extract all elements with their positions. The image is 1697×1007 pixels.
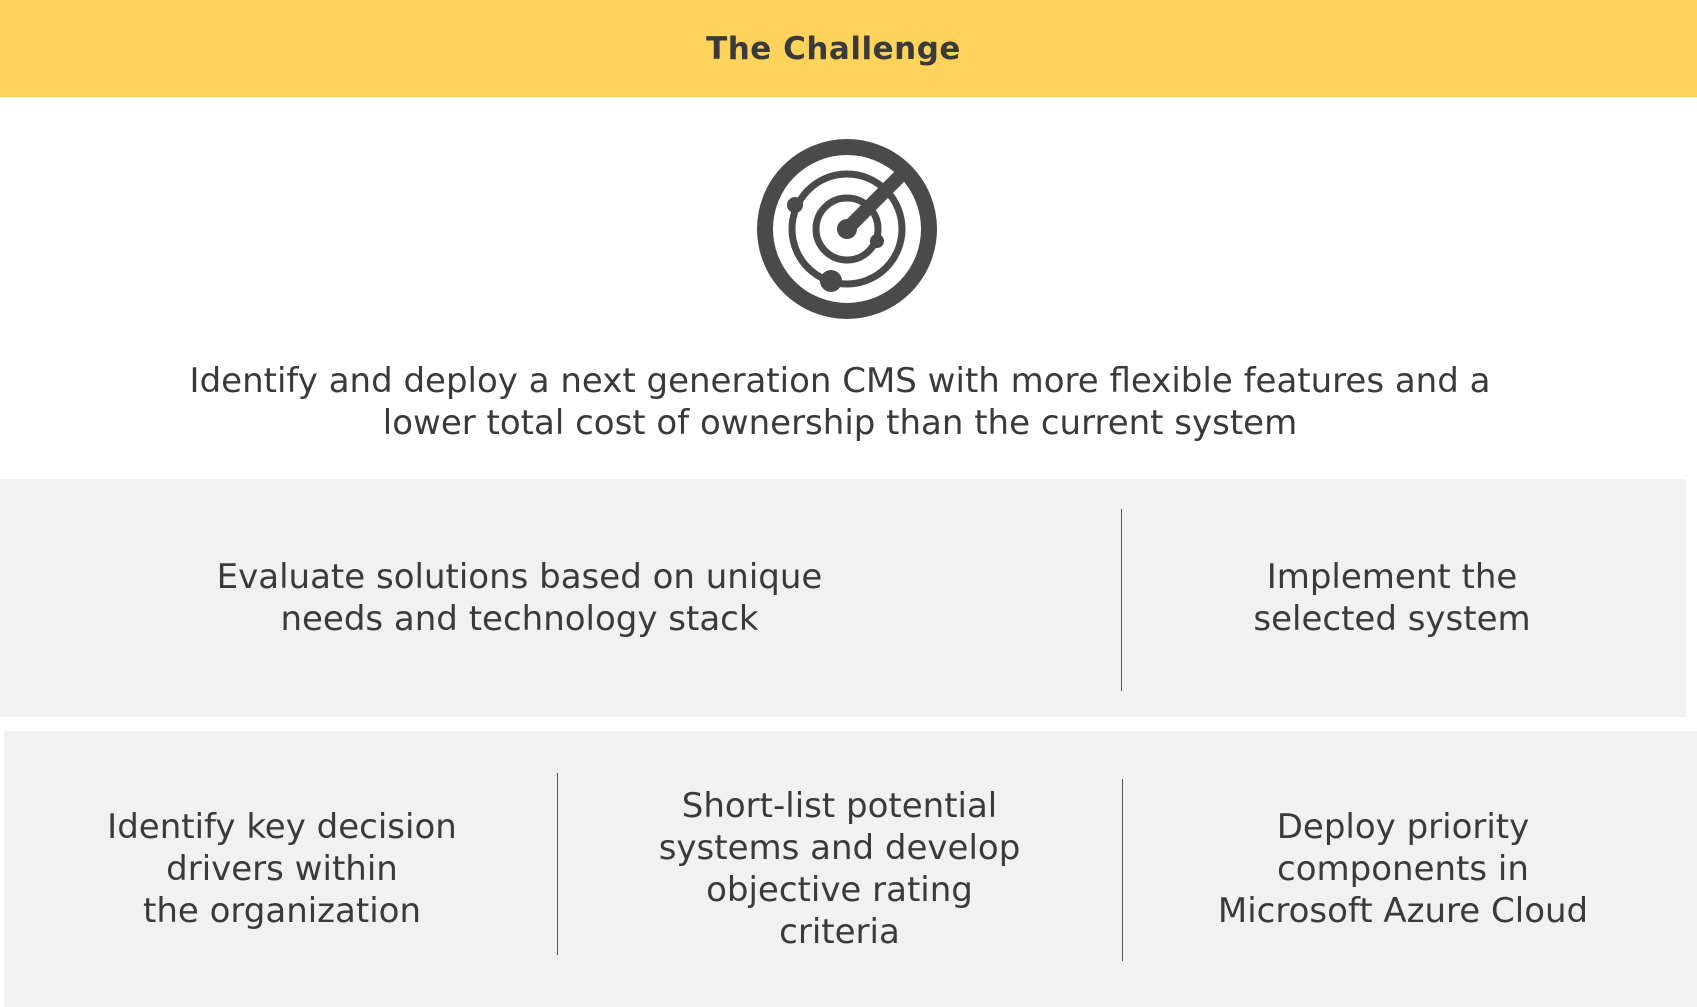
summary-line: Identify and deploy a next generation CM…: [189, 361, 1491, 401]
step-implement-line: Implement the: [1266, 557, 1518, 597]
step-deploy-line: components in: [1277, 849, 1529, 889]
step-shortlist-line: objective rating: [706, 870, 973, 910]
page-title: The Challenge: [706, 30, 961, 67]
step-shortlist-line: systems and develop: [658, 828, 1021, 868]
step-identify-line: the organization: [142, 891, 421, 931]
bottom-steps-panel: Identify key decision drivers within the…: [4, 731, 1697, 1007]
challenge-summary: Identify and deploy a next generation CM…: [120, 360, 1560, 444]
step-evaluate-line: Evaluate solutions based on unique: [216, 557, 823, 597]
step-evaluate-line: needs and technology stack: [280, 599, 759, 639]
step-identify: Identify key decision drivers within the…: [4, 731, 560, 1007]
divider: [557, 773, 558, 955]
step-deploy: Deploy priority components in Microsoft …: [1123, 731, 1683, 1007]
step-shortlist: Short-list potential systems and develop…: [558, 731, 1121, 1007]
step-deploy-line: Deploy priority: [1276, 807, 1530, 847]
top-steps-panel: Evaluate solutions based on unique needs…: [0, 479, 1686, 717]
step-identify-line: Identify key decision: [107, 807, 457, 847]
step-deploy-line: Microsoft Azure Cloud: [1217, 891, 1589, 931]
step-implement-line: selected system: [1253, 599, 1531, 639]
divider: [1121, 509, 1122, 691]
header-banner: The Challenge: [0, 0, 1697, 97]
summary-line: lower total cost of ownership than the c…: [382, 403, 1298, 443]
step-identify-line: drivers within: [166, 849, 398, 889]
radar-target-icon: [757, 139, 937, 319]
step-evaluate: Evaluate solutions based on unique needs…: [0, 479, 1039, 717]
step-shortlist-line: Short-list potential: [681, 786, 998, 826]
step-shortlist-line: criteria: [779, 912, 900, 952]
divider: [1122, 779, 1123, 961]
step-implement: Implement the selected system: [1122, 479, 1662, 717]
